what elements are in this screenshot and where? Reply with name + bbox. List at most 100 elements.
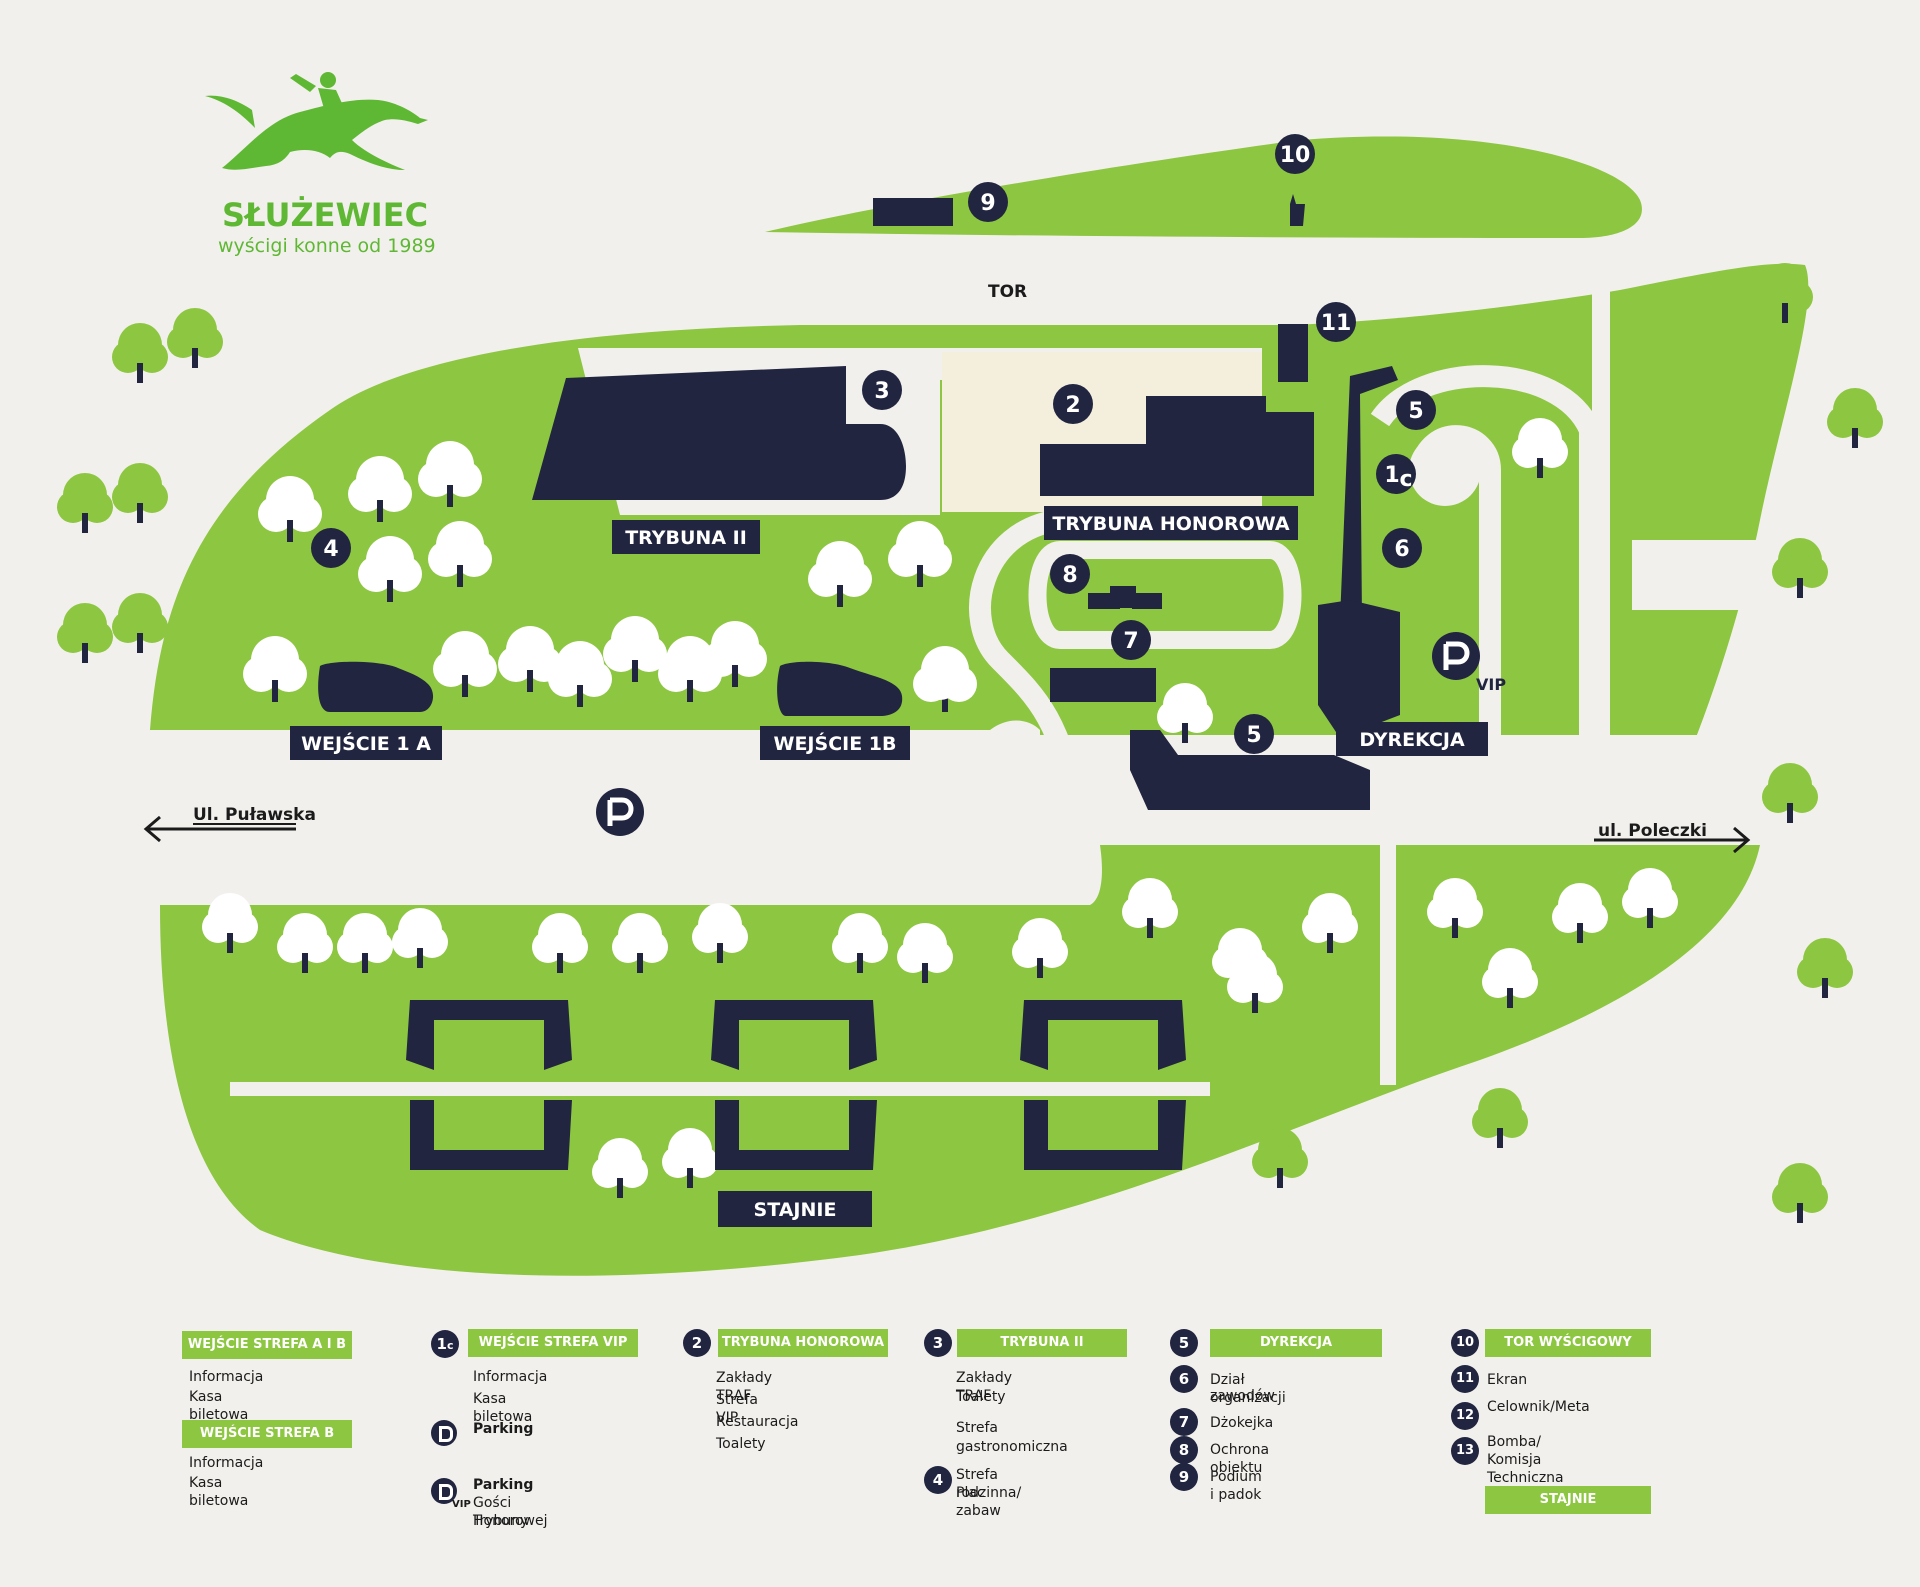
- label-trybuna-honorowa: TRYBUNA HONOROWA: [1044, 506, 1298, 540]
- legend-num-11: 11: [1451, 1365, 1479, 1393]
- building-wejscie-1a: [318, 661, 434, 712]
- marker-7: 7: [1111, 620, 1151, 660]
- legend-head-wejscie-ab: WEJŚCIE STREFA A I B: [182, 1331, 352, 1359]
- label-trybuna-ii: TRYBUNA II: [612, 520, 760, 554]
- legend-item: Strefa: [956, 1420, 998, 1436]
- svg-text:STAJNIE: STAJNIE: [754, 1199, 837, 1221]
- marker-9: 9: [968, 182, 1008, 222]
- svg-text:11: 11: [1321, 311, 1352, 336]
- legend-num-5: 5: [1170, 1329, 1198, 1357]
- svg-text:2: 2: [1065, 393, 1080, 418]
- legend-item: Dżokejka: [1210, 1415, 1274, 1431]
- svg-text:ul. Poleczki: ul. Poleczki: [1598, 821, 1707, 841]
- building-11-tower: [1278, 330, 1308, 382]
- building-9: [873, 198, 953, 226]
- marker-6: 6: [1382, 528, 1422, 568]
- legend-item: Dział organizacji: [1210, 1372, 1286, 1406]
- label-stajnie: STAJNIE: [718, 1191, 872, 1227]
- legend-num-4: 4: [924, 1466, 952, 1494]
- parking-icon: [596, 788, 644, 836]
- arrow-right-icon: [1594, 826, 1751, 854]
- legend-item: Informacja: [189, 1455, 264, 1471]
- legend-item: Podium i padok: [1210, 1469, 1262, 1503]
- legend-parking: Parking: [473, 1421, 534, 1437]
- marker-2: 2: [1053, 384, 1093, 424]
- label-dyrekcja: DYREKCJA: [1336, 722, 1488, 756]
- svg-text:WEJŚCIE 1B: WEJŚCIE 1B: [774, 731, 897, 755]
- svg-text:9: 9: [980, 191, 995, 216]
- legend-num-6: 6: [1170, 1365, 1198, 1393]
- svg-text:7: 7: [1123, 629, 1138, 654]
- svg-text:3: 3: [874, 379, 889, 404]
- track-label: TOR: [988, 282, 1027, 302]
- legend-head-tor: TOR WYŚCIGOWY: [1485, 1329, 1651, 1357]
- legend-item: Zakłady TRAF: [716, 1370, 773, 1404]
- legend-item: zawodów: [1210, 1388, 1275, 1404]
- legend-num-12: 12: [1451, 1402, 1479, 1430]
- building-5b: [1130, 730, 1370, 810]
- legend-item: Informacja: [473, 1369, 548, 1385]
- svg-text:8: 8: [1062, 563, 1077, 588]
- svg-text:Ul. Puławska: Ul. Puławska: [193, 805, 316, 825]
- legend-vip-tag: VIP: [452, 1499, 471, 1510]
- street-right: ul. Poleczki: [1594, 821, 1751, 854]
- legend-item: Ochrona obiektu: [1210, 1442, 1270, 1476]
- legend-head-trybuna-honorowa: TRYBUNA HONOROWA: [718, 1329, 888, 1357]
- stables: [406, 1000, 1186, 1170]
- svg-text:TRYBUNA II: TRYBUNA II: [625, 527, 747, 549]
- legend-parking-vip-icon: [431, 1478, 457, 1504]
- legend-item: Toalety: [956, 1389, 1006, 1405]
- legend-item: Strefa VIP: [716, 1392, 758, 1426]
- street-left: Ul. Puławska: [143, 805, 316, 843]
- marker-1c: 1 c: [1376, 454, 1416, 494]
- east-road: [1592, 265, 1610, 825]
- svg-text:5: 5: [1408, 399, 1423, 424]
- legend-head-trybuna-ii: TRYBUNA II: [957, 1329, 1127, 1357]
- screen-10: [1290, 194, 1305, 226]
- brand-name: SŁUŻEWIEC: [222, 196, 428, 234]
- legend-badge-1c: 1c: [431, 1330, 459, 1358]
- legend-item: Komisja Techniczna: [1487, 1452, 1564, 1486]
- road-bend: [1000, 735, 1110, 905]
- marker-3: 3: [862, 370, 902, 410]
- building-7: [1050, 668, 1156, 702]
- vip-roundabout: [1409, 434, 1481, 506]
- legend-item: Strefa rodzinna/: [956, 1467, 1022, 1501]
- svg-text:1: 1: [1384, 463, 1399, 488]
- svg-text:5: 5: [1246, 723, 1261, 748]
- legend-item: Celownik/Meta: [1487, 1399, 1590, 1415]
- svg-text:DYREKCJA: DYREKCJA: [1359, 729, 1465, 751]
- marker-5-bottom: 5: [1234, 714, 1274, 754]
- legend-num-10: 10: [1451, 1329, 1479, 1357]
- label-wejscie-1a: WEJŚCIE 1 A: [290, 726, 442, 760]
- horse-rider-logo-icon: [205, 72, 428, 170]
- legend-item: Ekran: [1487, 1372, 1528, 1388]
- svg-text:WEJŚCIE 1 A: WEJŚCIE 1 A: [301, 731, 431, 755]
- lower-east-road: [1380, 845, 1396, 1085]
- legend-parking-vip-desc: Gości Trybuny: [473, 1495, 529, 1529]
- arrow-left-icon: [143, 815, 296, 843]
- legend-parking-vip: Parking: [473, 1477, 534, 1493]
- legend-head-wejscie-b: WEJŚCIE STREFA B: [182, 1420, 352, 1448]
- legend-num-8: 8: [1170, 1436, 1198, 1464]
- trees-white: [202, 418, 1678, 1198]
- east-lawn: [1632, 540, 1770, 610]
- legend-head-stajnie: STAJNIE: [1485, 1486, 1651, 1514]
- marker-8: 8: [1050, 554, 1090, 594]
- legend-item: Bomba/: [1487, 1434, 1541, 1450]
- legend-item: Kasa biletowa: [189, 1389, 249, 1423]
- legend-num-13: 13: [1451, 1437, 1479, 1465]
- lower-divider: [230, 1082, 1210, 1096]
- building-trybuna-ii: [532, 366, 906, 500]
- grass-lower: [160, 845, 1760, 1276]
- legend-num-9: 9: [1170, 1463, 1198, 1491]
- legend-num-7: 7: [1170, 1408, 1198, 1436]
- legend-item: Plac zabaw: [956, 1485, 1001, 1519]
- svg-text:4: 4: [323, 537, 338, 562]
- trees-green: [57, 263, 1883, 1223]
- logo: SŁUŻEWIEC wyścigi konne od 1989: [205, 72, 436, 257]
- legend-head-dyrekcja: DYREKCJA: [1210, 1329, 1382, 1357]
- legend-item: Zakłady TRAF: [956, 1370, 1013, 1404]
- legend-item: Informacja: [189, 1369, 264, 1385]
